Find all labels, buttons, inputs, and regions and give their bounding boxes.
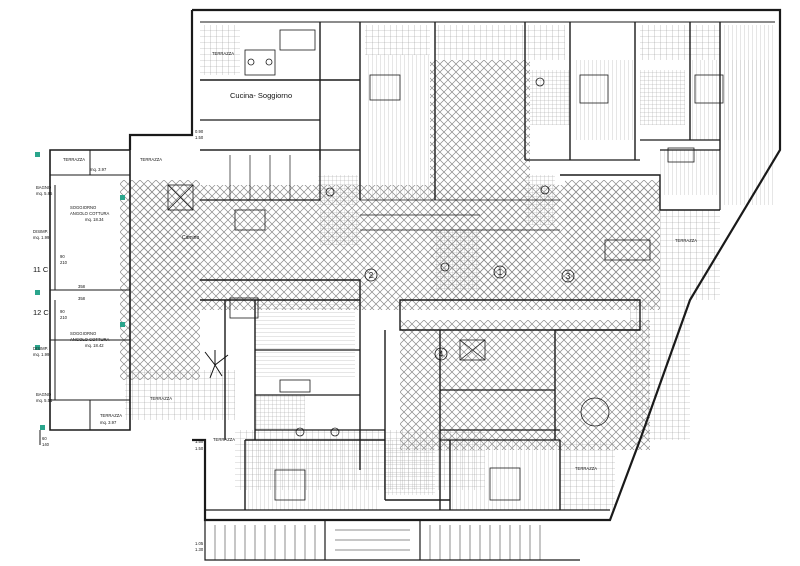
label-soggiorno-top: SOGGIORNO (70, 205, 97, 210)
dim-105: 1.05 (195, 541, 204, 546)
label-angolo-top: ANGOLO COTTURA (70, 211, 110, 216)
bed (489, 467, 521, 501)
dim-210-b: 210 (60, 315, 68, 320)
label-terrazza-a: TERRAZZA (140, 157, 162, 162)
area-terrazza-bottom: mq. 3.97 (100, 420, 117, 425)
label-disimp-bottom: DISIMP. (33, 346, 48, 351)
dim-90-b: 90 (60, 309, 65, 314)
label-terrazza-bottom: TERRAZZA (100, 413, 122, 418)
plant-icon (204, 350, 229, 379)
unit-numbers (364, 265, 575, 361)
dim-130: 1.30 (195, 547, 204, 552)
fixtures (167, 29, 724, 501)
label-cucina-soggiorno: Cucina- Soggiorno (230, 91, 292, 100)
dim-210-a: 210 (60, 260, 68, 265)
dim-150-a: 1.50 (195, 439, 204, 444)
bed (694, 74, 724, 104)
label-soggiorno-bottom: SOGGIORNO (70, 331, 97, 336)
walls (39, 8, 782, 561)
label-terrazza-b: TERRAZZA (150, 396, 172, 401)
label-bagno-bottom: BAGNO (36, 392, 52, 397)
kitchen-counter (279, 29, 316, 51)
area-soggiorno-bottom: mq. 18.42 (85, 343, 104, 348)
marker-4: 4 (439, 350, 444, 359)
marker-3: 3 (566, 272, 571, 281)
dining-table (244, 49, 276, 76)
label-angolo-bottom: ANGOLO COTTURA (70, 337, 110, 342)
round-table (580, 397, 610, 427)
label-disimp-top: DISIMP. (33, 229, 48, 234)
area-soggiorno-top: mq. 18.34 (85, 217, 104, 222)
tub (229, 297, 259, 319)
label-terrazza-top: TERRAZZA (63, 157, 85, 162)
dim-140: 140 (42, 442, 50, 447)
tub (279, 379, 311, 393)
dim-358-a: 358 (78, 284, 86, 289)
dim-150-b: 1.50 (195, 446, 204, 451)
dim-150-top: 1.50 (195, 135, 204, 140)
area-disimp-top: mq. 1.99 (33, 235, 50, 240)
marker-2: 2 (369, 271, 374, 280)
label-terrazza-d: TERRAZZA (675, 238, 697, 243)
area-bagno-top: mq. 5.85 (36, 191, 53, 196)
dining-table (604, 239, 651, 261)
stair-core (459, 339, 486, 361)
bed (274, 469, 306, 501)
bed (369, 74, 401, 101)
lift-left (167, 184, 194, 211)
label-camino: Camino (182, 235, 199, 241)
area-bagno-bottom: mq. 5.51 (36, 398, 53, 403)
area-disimp-bottom: mq. 1.99 (33, 352, 50, 357)
tub (667, 147, 695, 163)
sofa (234, 209, 266, 231)
unit-12c: 12 C (33, 308, 49, 317)
label-bagno-top: BAGNO (36, 185, 52, 190)
label-terrazza-c: TERRAZZA (212, 51, 234, 56)
markers (35, 152, 125, 430)
bed (579, 74, 609, 104)
label-terrazza-f: TERRAZZA (575, 466, 597, 471)
label-terrazza-e: TERRAZZA (213, 437, 235, 442)
dim-358-b: 358 (78, 296, 86, 301)
unit-11c: 11 C (33, 265, 49, 274)
dim-60: 60 (42, 436, 47, 441)
area-terrazza-top: mq. 3.97 (90, 167, 107, 172)
dim-90-a: 90 (60, 254, 65, 259)
dim-090: 0.90 (195, 129, 204, 134)
marker-1: 1 (498, 268, 503, 277)
